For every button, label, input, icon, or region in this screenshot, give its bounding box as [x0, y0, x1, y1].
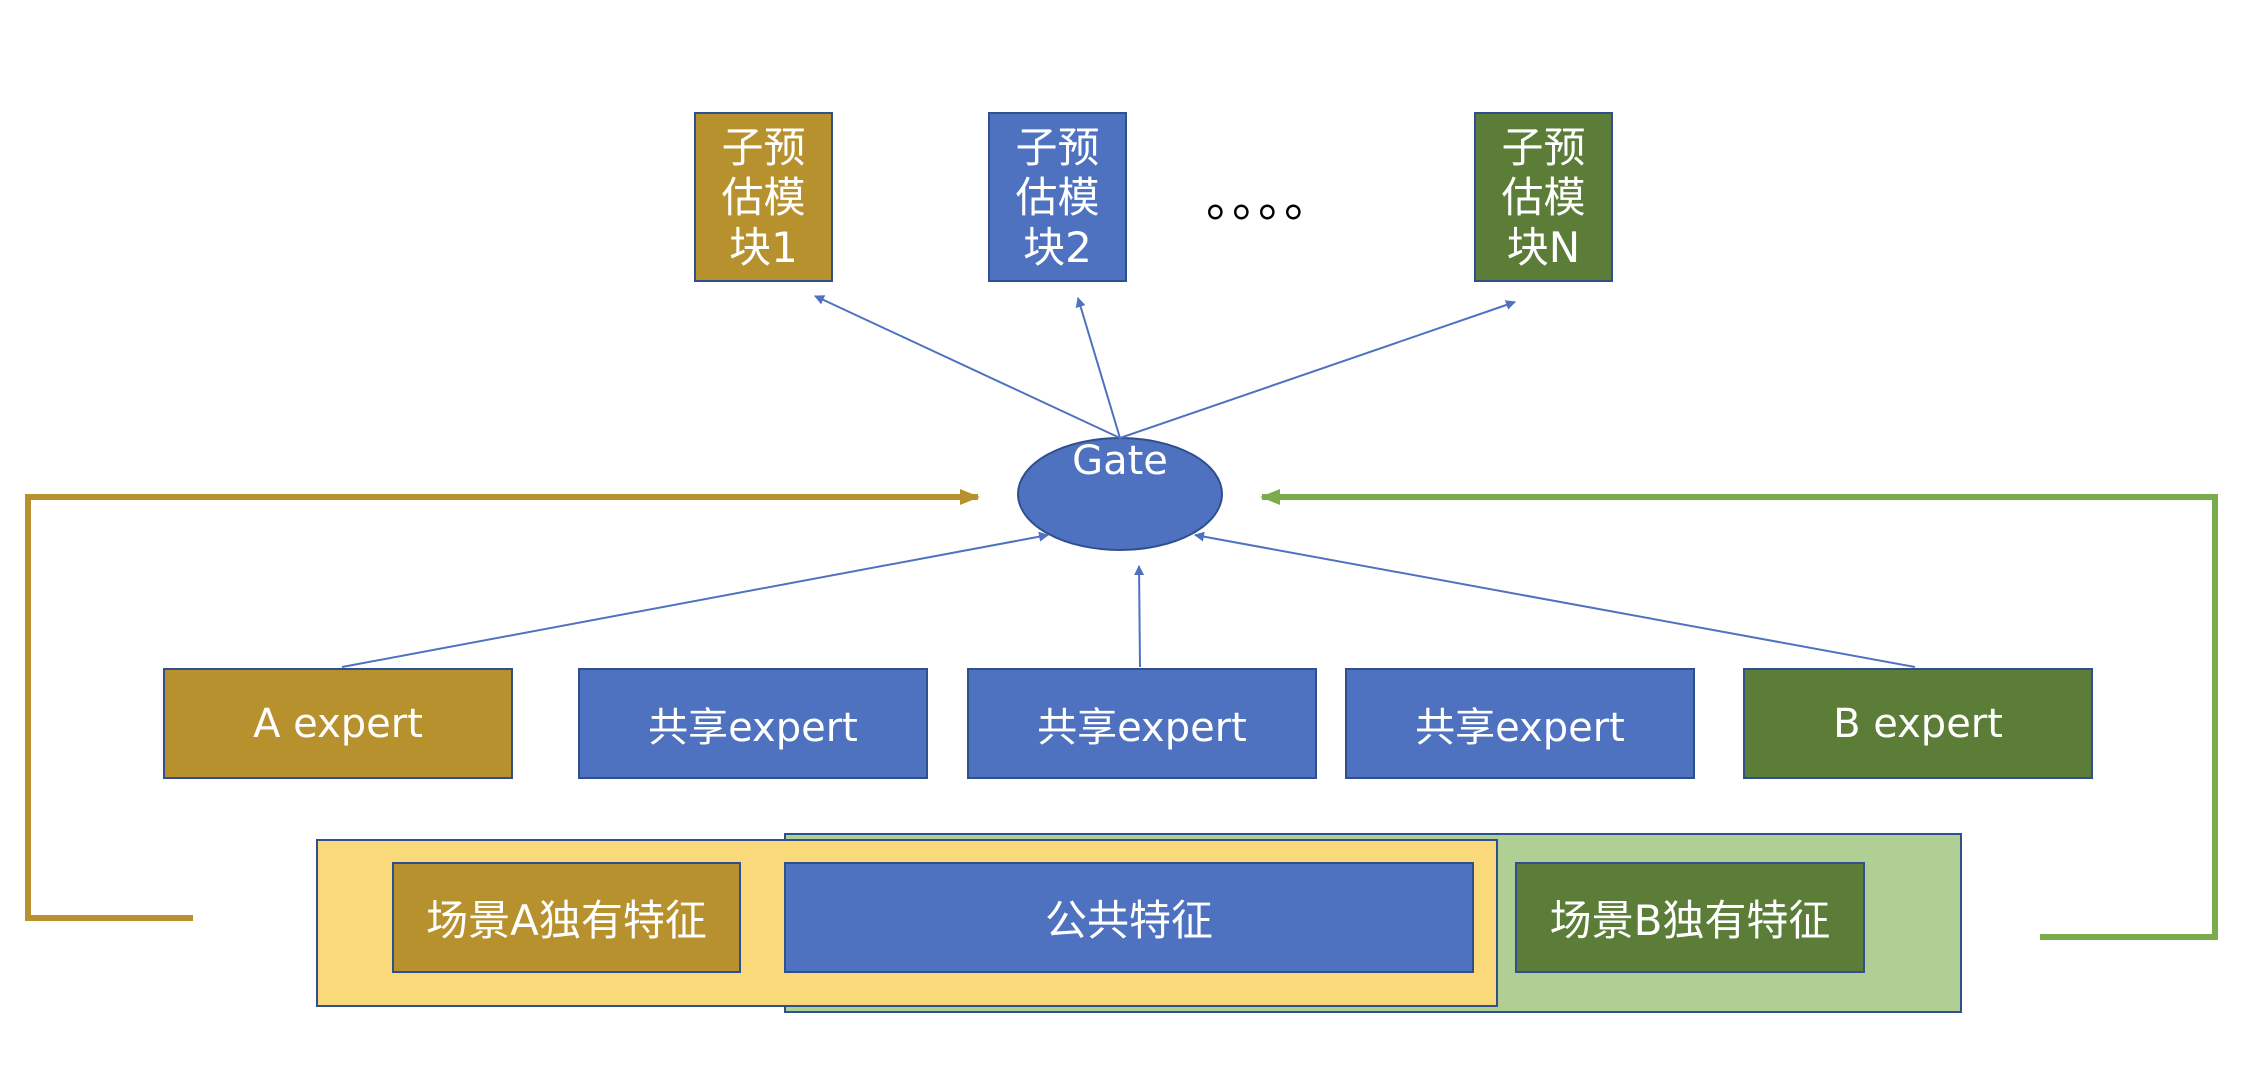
gate-label: Gate [1072, 438, 1168, 484]
arrow-shared-expert-to-gate [1134, 565, 1145, 668]
b-expert-box: B expert [1743, 668, 2093, 779]
a-expert-box: A expert [163, 668, 513, 779]
arrow-a-expert-to-gate [341, 531, 1049, 668]
common-feature-label: 公共特征 [1044, 896, 1213, 945]
arrow-gate-to-module-2 [1075, 297, 1121, 439]
scene-b-unique-feature-box: 场景B独有特征 [1515, 862, 1865, 973]
scene-a-route-line [25, 489, 980, 921]
sub-module-n: 子预估模块N [1474, 112, 1613, 282]
shared-expert-box-2: 共享expert [967, 668, 1317, 779]
arrow-gate-to-module-1 [814, 295, 1121, 439]
shared-expert-box-1: 共享expert [578, 668, 928, 779]
scene-a-unique-feature-box: 场景A独有特征 [392, 862, 741, 973]
shared-expert-label-1: 共享expert [648, 704, 858, 751]
sub-module-n-label: 子预估模块N [1501, 123, 1586, 272]
sub-module-1-label: 子预估模块1 [721, 123, 806, 272]
sub-module-2: 子预估模块2 [988, 112, 1127, 282]
a-expert-label: A expert [253, 700, 423, 747]
b-expert-label: B expert [1833, 700, 2003, 747]
arrow-b-expert-to-gate [1194, 531, 1916, 668]
arrow-gate-to-module-n [1119, 300, 1516, 439]
sub-module-1: 子预估模块1 [694, 112, 833, 282]
shared-expert-box-3: 共享expert [1345, 668, 1695, 779]
shared-expert-label-3: 共享expert [1415, 704, 1625, 751]
scene-a-unique-feature-label: 场景A独有特征 [426, 896, 707, 945]
shared-expert-label-2: 共享expert [1037, 704, 1247, 751]
sub-module-2-label: 子预估模块2 [1015, 123, 1100, 272]
common-feature-box: 公共特征 [784, 862, 1474, 973]
scene-b-route-line [1260, 489, 2218, 940]
scene-b-unique-feature-label: 场景B独有特征 [1549, 896, 1831, 945]
ellipsis: 。。。。 [1206, 172, 1335, 228]
